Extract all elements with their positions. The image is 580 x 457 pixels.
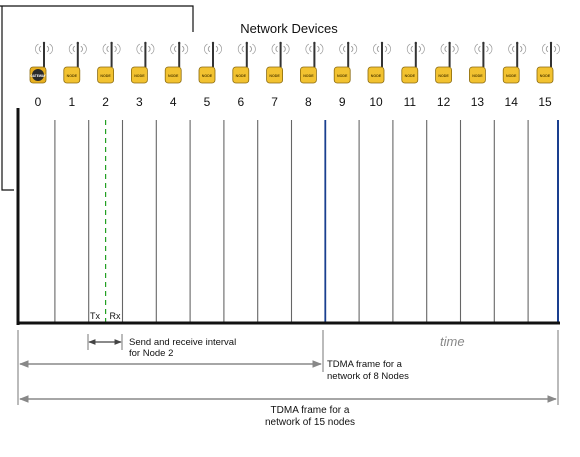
node-badge: NODE: [371, 74, 382, 78]
frame8-annotation-line2: network of 8 Nodes: [327, 371, 409, 382]
node-badge: NODE: [100, 74, 111, 78]
node-number-label: 10: [369, 95, 383, 109]
node-radio-icon: NODE: [63, 41, 87, 84]
node-number-label: 1: [68, 95, 75, 109]
node-badge: NODE: [168, 74, 179, 78]
node-number-label: 2: [102, 95, 109, 109]
signal-waves-icon: [68, 43, 87, 55]
node-number-label: 3: [136, 95, 143, 109]
node-radio-icon: NODE: [536, 41, 560, 84]
node-radio-icon: NODE: [299, 41, 324, 84]
node-badge: NODE: [303, 74, 314, 78]
node-radio-icon: NODE: [502, 41, 527, 84]
node-radio-icon: NODE: [266, 41, 290, 84]
corner-bracket-left: [1, 6, 14, 191]
node-radio-icon: NODE: [468, 41, 493, 84]
signal-waves-icon: [508, 43, 527, 55]
node-badge: NODE: [540, 74, 551, 78]
node-number-label: 4: [170, 95, 177, 109]
node-badge: NODE: [236, 74, 247, 78]
node-number-label: 6: [237, 95, 244, 109]
node-badge: NODE: [269, 74, 280, 78]
node-radio-icon: NODE: [333, 41, 358, 84]
node-number-label: 0: [35, 95, 42, 109]
node-badge: NODE: [67, 74, 78, 78]
node-number-label: 5: [204, 95, 211, 109]
node-number-label: 7: [271, 95, 278, 109]
node-badge: NODE: [134, 74, 145, 78]
signal-waves-icon: [35, 43, 53, 55]
node-number-label: 12: [437, 95, 451, 109]
time-label: time: [440, 334, 465, 349]
node-radio-icon: NODE: [198, 41, 222, 84]
signal-waves-icon: [440, 43, 459, 55]
node-radio-icon: NODE: [97, 41, 121, 84]
frame15-annotation-line2: network of 15 nodes: [265, 417, 355, 428]
frame15-annotation-line1: TDMA frame for a: [271, 405, 350, 416]
gateway-badge: GATEWAY: [30, 74, 46, 78]
signal-waves-icon: [474, 43, 493, 55]
node-radio-icon: NODE: [435, 41, 459, 84]
node-badge: NODE: [337, 74, 348, 78]
node-radio-icon: NODE: [401, 41, 425, 84]
signal-waves-icon: [271, 43, 290, 55]
rx-label: Rx: [110, 311, 121, 321]
signal-waves-icon: [136, 43, 155, 55]
interval-annotation-line2: for Node 2: [129, 348, 173, 359]
node-badge: NODE: [506, 74, 517, 78]
node-badge: NODE: [472, 74, 483, 78]
node-radio-icon: NODE: [367, 41, 391, 84]
node-badge: NODE: [438, 74, 449, 78]
corner-bracket: [0, 5, 194, 32]
node-number-label: 14: [505, 95, 519, 109]
time-slot-lines: [54, 120, 559, 322]
signal-waves-icon: [102, 43, 121, 55]
signal-waves-icon: [406, 43, 425, 55]
node-radio-icon: NODE: [232, 41, 256, 84]
signal-waves-icon: [204, 43, 222, 55]
node-radio-icon: NODE: [130, 41, 155, 84]
node-radio-icon: NODE: [164, 41, 189, 84]
node-badge: NODE: [202, 74, 213, 78]
tx-label: Tx: [90, 311, 100, 321]
signal-waves-icon: [339, 43, 358, 55]
node-number-label: 9: [339, 95, 346, 109]
node-number-label: 15: [538, 95, 552, 109]
node-badge: NODE: [405, 74, 416, 78]
gateway-radio-icon: GATEWAY: [29, 41, 53, 84]
interval-annotation-line1: Send and receive interval: [129, 337, 236, 348]
device-row: GATEWAY NODE NODE NODE NODE NODE NODE NODE NODE N…: [29, 41, 560, 84]
frame8-annotation-line1: TDMA frame for a: [327, 359, 403, 370]
signal-waves-icon: [542, 43, 560, 55]
node-number-label: 13: [471, 95, 485, 109]
diagram-title: Network Devices: [240, 21, 338, 36]
signal-waves-icon: [373, 43, 391, 55]
signal-waves-icon: [305, 43, 324, 55]
signal-waves-icon: [237, 43, 256, 55]
node-number-label: 11: [404, 95, 417, 109]
node-number-label: 8: [305, 95, 312, 109]
signal-waves-icon: [170, 43, 189, 55]
